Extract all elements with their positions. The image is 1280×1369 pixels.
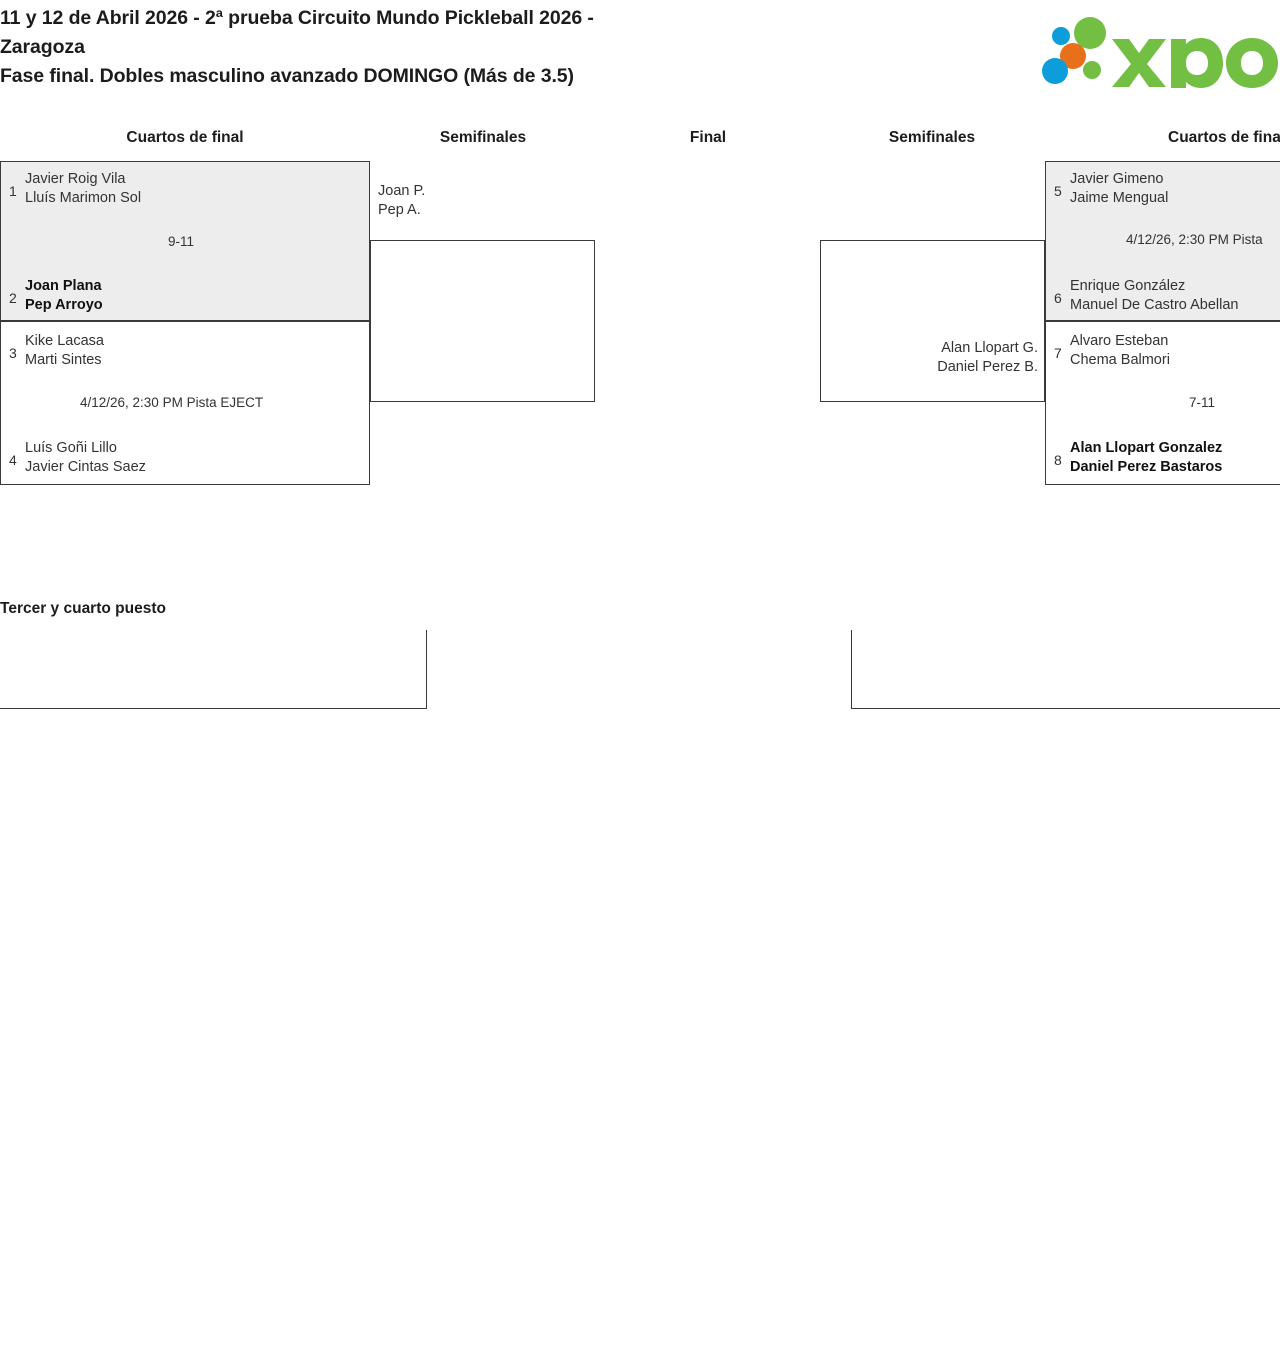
round-header-left-semis: Semifinales <box>439 129 527 146</box>
logo-dot-blue-large <box>1042 58 1068 84</box>
logo-dot-orange <box>1060 43 1086 69</box>
player-name: Joan P. <box>378 183 426 199</box>
player-name: Daniel Perez B. <box>937 359 1038 375</box>
player-name: Kike Lacasa <box>25 333 104 349</box>
seed-number-4: 4 <box>9 452 17 468</box>
match-box-sf-right[interactable] <box>820 240 1045 402</box>
third-place-left-vline <box>426 630 427 709</box>
team-sf-right-advanced: Alan Llopart G. Daniel Perez B. <box>828 339 1038 377</box>
player-name: Chema Balmori <box>1070 352 1170 368</box>
player-name: Luís Goñi Lillo <box>25 440 117 456</box>
match-score-qf-left-1: 9-11 <box>168 234 195 249</box>
xporty-logo <box>1040 16 1280 88</box>
player-name: Alan Llopart G. <box>941 340 1038 356</box>
team-qf-right-2-bottom: Alan Llopart Gonzalez Daniel Perez Basta… <box>1070 439 1222 477</box>
logo-wordmark <box>1112 38 1278 88</box>
player-name: Javier Cintas Saez <box>25 459 146 475</box>
match-score-qf-right-2: 7-11 <box>1189 395 1216 410</box>
round-header-right-quarters: Cuartos de final <box>1168 129 1280 146</box>
team-sf-left-advanced: Joan P. Pep A. <box>378 182 425 220</box>
match-box-qf-left-2[interactable] <box>0 321 370 485</box>
seed-number-5: 5 <box>1054 183 1062 199</box>
player-name: Javier Gimeno <box>1070 171 1164 187</box>
team-qf-left-1-bottom: Joan Plana Pep Arroyo <box>25 277 103 315</box>
player-name: Joan Plana <box>25 278 102 294</box>
third-place-right-vline <box>851 630 852 709</box>
title-line-1: 11 y 12 de Abril 2026 - 2ª prueba Circui… <box>0 7 594 29</box>
seed-number-7: 7 <box>1054 345 1062 361</box>
player-name: Alvaro Esteban <box>1070 333 1169 349</box>
team-qf-right-1-bottom: Enrique González Manuel De Castro Abella… <box>1070 277 1238 315</box>
match-time-qf-right-1: 4/12/26, 2:30 PM Pista <box>1126 232 1263 247</box>
logo-dot-blue-small <box>1052 27 1070 45</box>
player-name: Lluís Marimon Sol <box>25 190 142 206</box>
player-name: Jaime Mengual <box>1070 190 1169 206</box>
team-qf-left-2-top: Kike Lacasa Marti Sintes <box>25 332 104 370</box>
match-box-qf-right-2[interactable] <box>1045 321 1280 485</box>
round-header-right-semis: Semifinales <box>888 129 976 146</box>
round-header-final: Final <box>689 129 727 146</box>
logo-dot-green-small <box>1083 61 1101 79</box>
player-name: Marti Sintes <box>25 352 102 368</box>
seed-number-3: 3 <box>9 345 17 361</box>
player-name: Javier Roig Vila <box>25 171 126 187</box>
seed-number-2: 2 <box>9 290 17 306</box>
player-name: Daniel Perez Bastaros <box>1070 459 1223 475</box>
third-place-heading: Tercer y cuarto puesto <box>0 600 166 617</box>
third-place-left-hline <box>0 708 427 709</box>
match-box-qf-right-1[interactable] <box>1045 161 1280 321</box>
team-qf-right-2-top: Alvaro Esteban Chema Balmori <box>1070 332 1170 370</box>
logo-dot-green-large <box>1074 17 1106 49</box>
third-place-right-hline <box>851 708 1280 709</box>
player-name: Pep A. <box>378 202 421 218</box>
player-name: Enrique González <box>1070 278 1186 294</box>
team-qf-left-1-top: Javier Roig Vila Lluís Marimon Sol <box>25 170 141 208</box>
player-name: Pep Arroyo <box>25 297 103 313</box>
team-qf-right-1-top: Javier Gimeno Jaime Mengual <box>1070 170 1168 208</box>
seed-number-1: 1 <box>9 183 17 199</box>
seed-number-6: 6 <box>1054 290 1062 306</box>
team-qf-left-2-bottom: Luís Goñi Lillo Javier Cintas Saez <box>25 439 146 477</box>
title-line-2: Zaragoza <box>0 36 85 58</box>
player-name: Manuel De Castro Abellan <box>1070 297 1239 313</box>
match-time-qf-left-2: 4/12/26, 2:30 PM Pista EJECT <box>80 395 264 410</box>
match-box-sf-left[interactable] <box>370 240 595 402</box>
page-title: 11 y 12 de Abril 2026 - 2ª prueba Circui… <box>0 4 900 91</box>
title-line-3: Fase final. Dobles masculino avanzado DO… <box>0 65 574 87</box>
round-header-left-quarters: Cuartos de final <box>126 129 244 146</box>
seed-number-8: 8 <box>1054 452 1062 468</box>
match-box-qf-left-1[interactable] <box>0 161 370 321</box>
player-name: Alan Llopart Gonzalez <box>1070 440 1223 456</box>
